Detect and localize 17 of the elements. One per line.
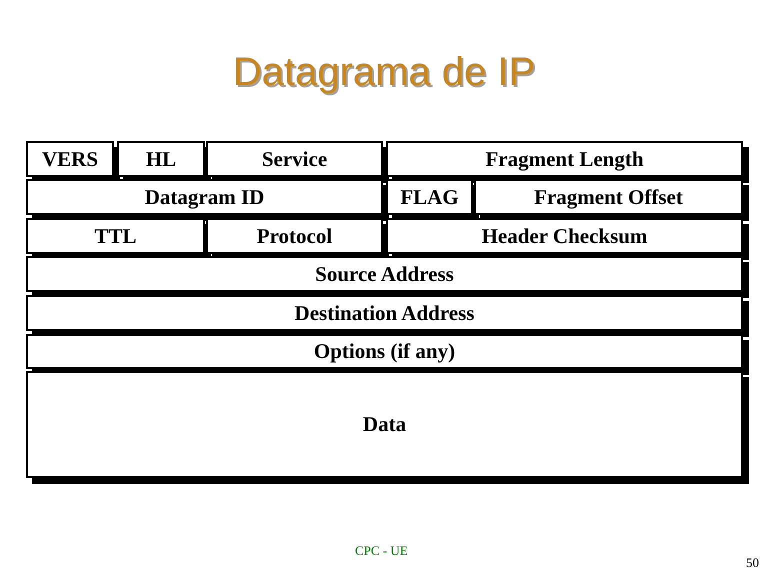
field-label: Data <box>362 412 406 437</box>
footer-text: CPC - UE <box>355 543 408 559</box>
page-number: 50 <box>746 555 759 571</box>
field-label: Header Checksum <box>482 224 648 248</box>
field-label: Options (if any) <box>314 339 456 364</box>
field-label: HL <box>146 146 176 172</box>
slide-title: Datagrama de IP <box>232 50 536 95</box>
field-label: FLAG <box>400 184 459 210</box>
field-label: TTL <box>94 224 137 248</box>
field-label: Destination Address <box>294 300 474 326</box>
field-label: Fragment Length <box>485 146 644 172</box>
field-label: Source Address <box>315 262 454 286</box>
field-label: Datagram ID <box>144 184 264 210</box>
field-label: Service <box>262 146 328 172</box>
field-label: VERS <box>42 146 98 172</box>
field-label: Protocol <box>256 224 332 248</box>
field-label: Fragment Offset <box>534 184 683 210</box>
